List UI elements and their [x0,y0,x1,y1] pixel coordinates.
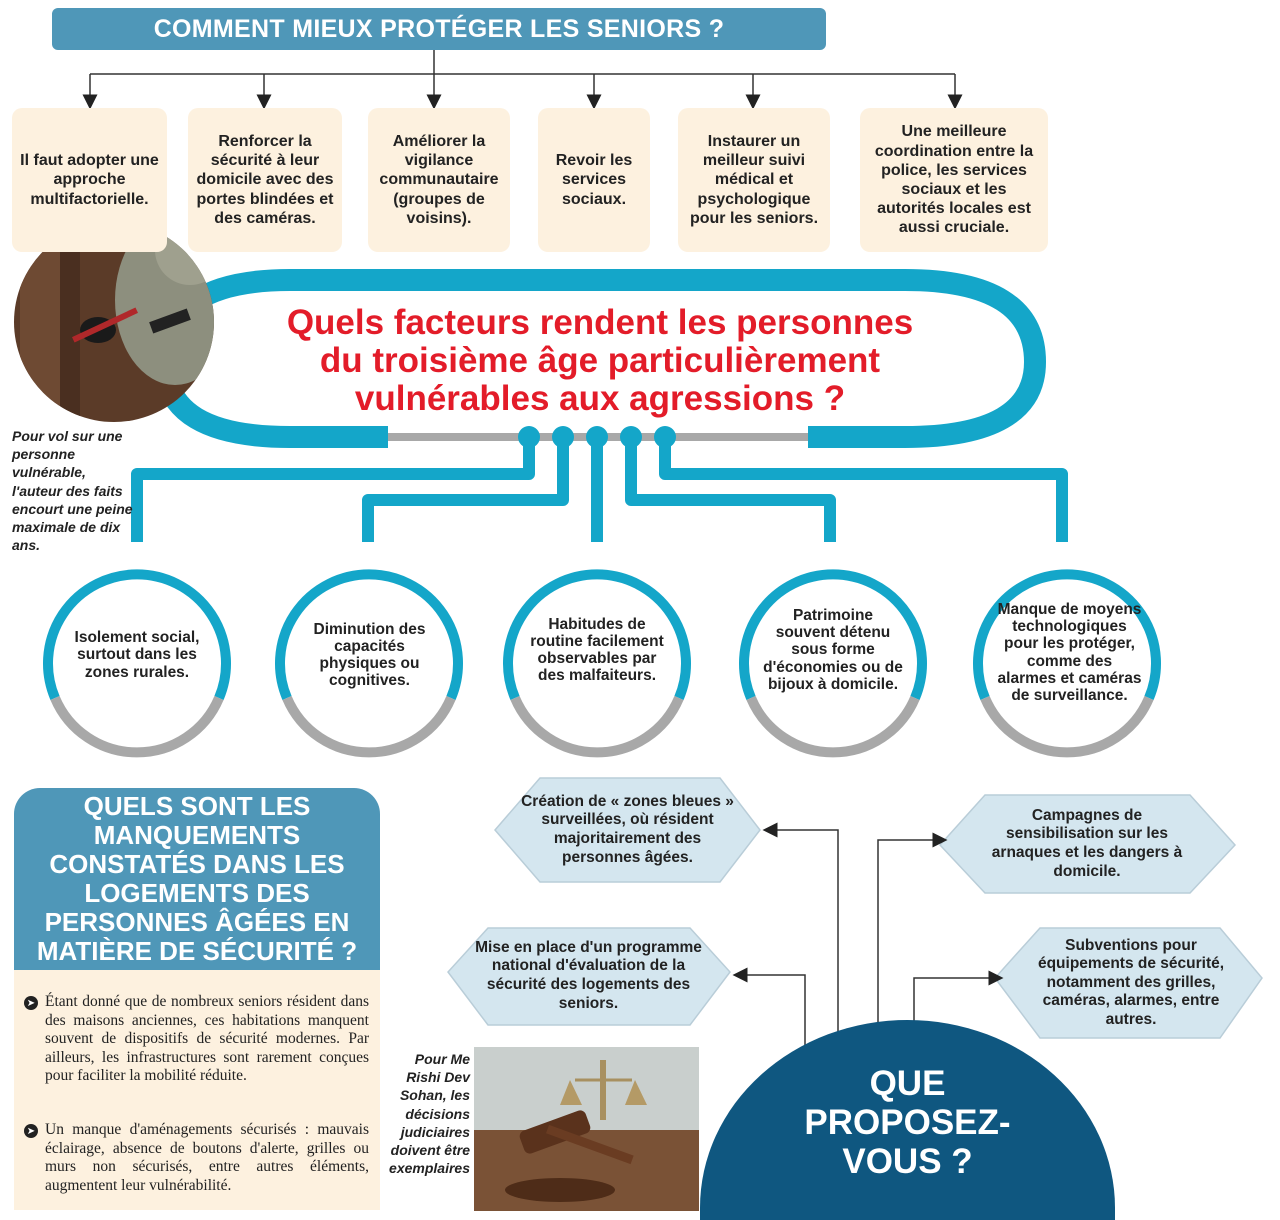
gavel-caption-line: Rishi Dev [406,1069,470,1086]
protect-box-text: Améliorer la vigilance communautaire (gr… [379,133,499,227]
protect-box-text: Une meilleure coordination entre la poli… [874,123,1034,237]
gavel-caption-line: Pour Me [414,1051,470,1067]
gavel-caption-line: décisions [405,1105,470,1122]
top-tree-connectors [82,50,963,110]
proposals-title-line-1: QUE [869,1064,946,1103]
arrow-bullet-icon: ➤ [24,1124,38,1138]
factor-isolation: Isolement social, surtout dans les zones… [62,575,212,735]
protect-box-3: Améliorer la vigilance communautaire (gr… [368,108,510,252]
proposal-text: Création de « zones bleues » surveillées… [521,792,734,866]
bullet-text: Étant donné que de nombreux seniors rési… [45,993,369,1085]
proposals-title: QUE PROPOSEZ- VOUS ? [700,1064,1115,1182]
protect-box-6: Une meilleure coordination entre la poli… [860,108,1048,252]
protect-box-2: Renforcer la sécurité à leur domicile av… [188,108,342,252]
factor-routine: Habitudes de routine facilement observab… [527,580,667,720]
shortcoming-bullet-2: Un manque d'aménagements sécurisés : mau… [45,1121,369,1195]
factor-text: Patrimoine souvent détenu sous forme d'é… [763,607,903,693]
proposals-title-line-3: VOUS ? [842,1142,973,1182]
protect-box-text: Revoir les services sociaux. [555,152,633,208]
factor-text: Isolement social, surtout dans les zones… [74,629,200,681]
factor-branches [131,437,1068,542]
shortcomings-body [14,970,380,1210]
factor-patrimony: Patrimoine souvent détenu sous forme d'é… [763,575,903,725]
proposal-awareness: Campagnes de sensibilisation sur les arn… [982,798,1192,890]
gavel-photo-caption: Pour Me Rishi Dev Sohan, les décisions j… [380,1050,470,1177]
protect-box-4: Revoir les services sociaux. [538,108,650,252]
banner-title: COMMENT MIEUX PROTÉGER LES SENIORS ? [153,14,725,43]
caption-text: Pour vol sur une personne vulnérable, l'… [12,428,133,554]
gavel-caption-line: doivent être [390,1141,470,1158]
shortcoming-bullet-1: Étant donné que de nombreux seniors rési… [45,993,369,1086]
arrow-bullet-icon: ➤ [24,996,38,1010]
protect-box-text: Instaurer un meilleur suivi médical et p… [689,133,819,227]
proposal-text: Campagnes de sensibilisation sur les arn… [991,806,1183,880]
question-line-3: vulnérables aux agressions ? [354,378,846,418]
gavel-photo-details [474,1047,699,1211]
proposal-text: Subventions pour équipements de sécurité… [1037,936,1225,1028]
question-line-2: du troisième âge particulièrement [319,340,881,380]
proposal-connectors [732,822,1004,1058]
gavel-caption-line: judiciaires [400,1123,470,1140]
branch-nodes [518,426,676,448]
proposal-text: Mise en place d'un programme national d'… [475,938,702,1012]
shortcomings-title: QUELS SONT LES MANQUEMENTS CONSTATÉS DAN… [36,790,358,967]
question-line-1: Quels facteurs rendent les personnes [286,303,914,342]
factor-capacities: Diminution des capacités physiques ou co… [297,575,442,735]
factor-text: Habitudes de routine facilement observab… [530,615,664,685]
proposal-blue-zones: Création de « zones bleues » surveillées… [520,782,735,878]
proposals-title-line-2: PROPOSEZ- [804,1103,1011,1143]
bullet-text: Un manque d'aménagements sécurisés : mau… [45,1121,369,1194]
proposal-national-program: Mise en place d'un programme national d'… [466,930,711,1022]
protect-seniors-banner: COMMENT MIEUX PROTÉGER LES SENIORS ? [52,8,826,50]
gavel-caption-line: exemplaires [389,1160,470,1177]
factor-circle-rings [43,569,1161,758]
gavel-caption-line: Sohan, les [399,1087,470,1104]
protect-box-5: Instaurer un meilleur suivi médical et p… [678,108,830,252]
shortcomings-title-panel: QUELS SONT LES MANQUEMENTS CONSTATÉS DAN… [14,788,380,970]
factor-technology: Manque de moyens technologiques pour les… [997,580,1142,725]
factor-text: Manque de moyens technologiques pour les… [997,601,1142,704]
protect-box-text: Renforcer la sécurité à leur domicile av… [196,133,334,227]
protect-box-text: Il faut adopter une approche multifactor… [20,152,159,208]
central-question: Quels facteurs rendent les personnes du … [200,304,1000,417]
burglar-photo-caption: Pour vol sur une personne vulnérable, l'… [12,427,137,554]
factor-text: Diminution des capacités physiques ou co… [313,620,426,690]
protect-box-1: Il faut adopter une approche multifactor… [12,108,167,252]
proposal-hexagons [447,777,1263,1039]
proposal-subsidies: Subventions pour équipements de sécurité… [1025,932,1237,1034]
